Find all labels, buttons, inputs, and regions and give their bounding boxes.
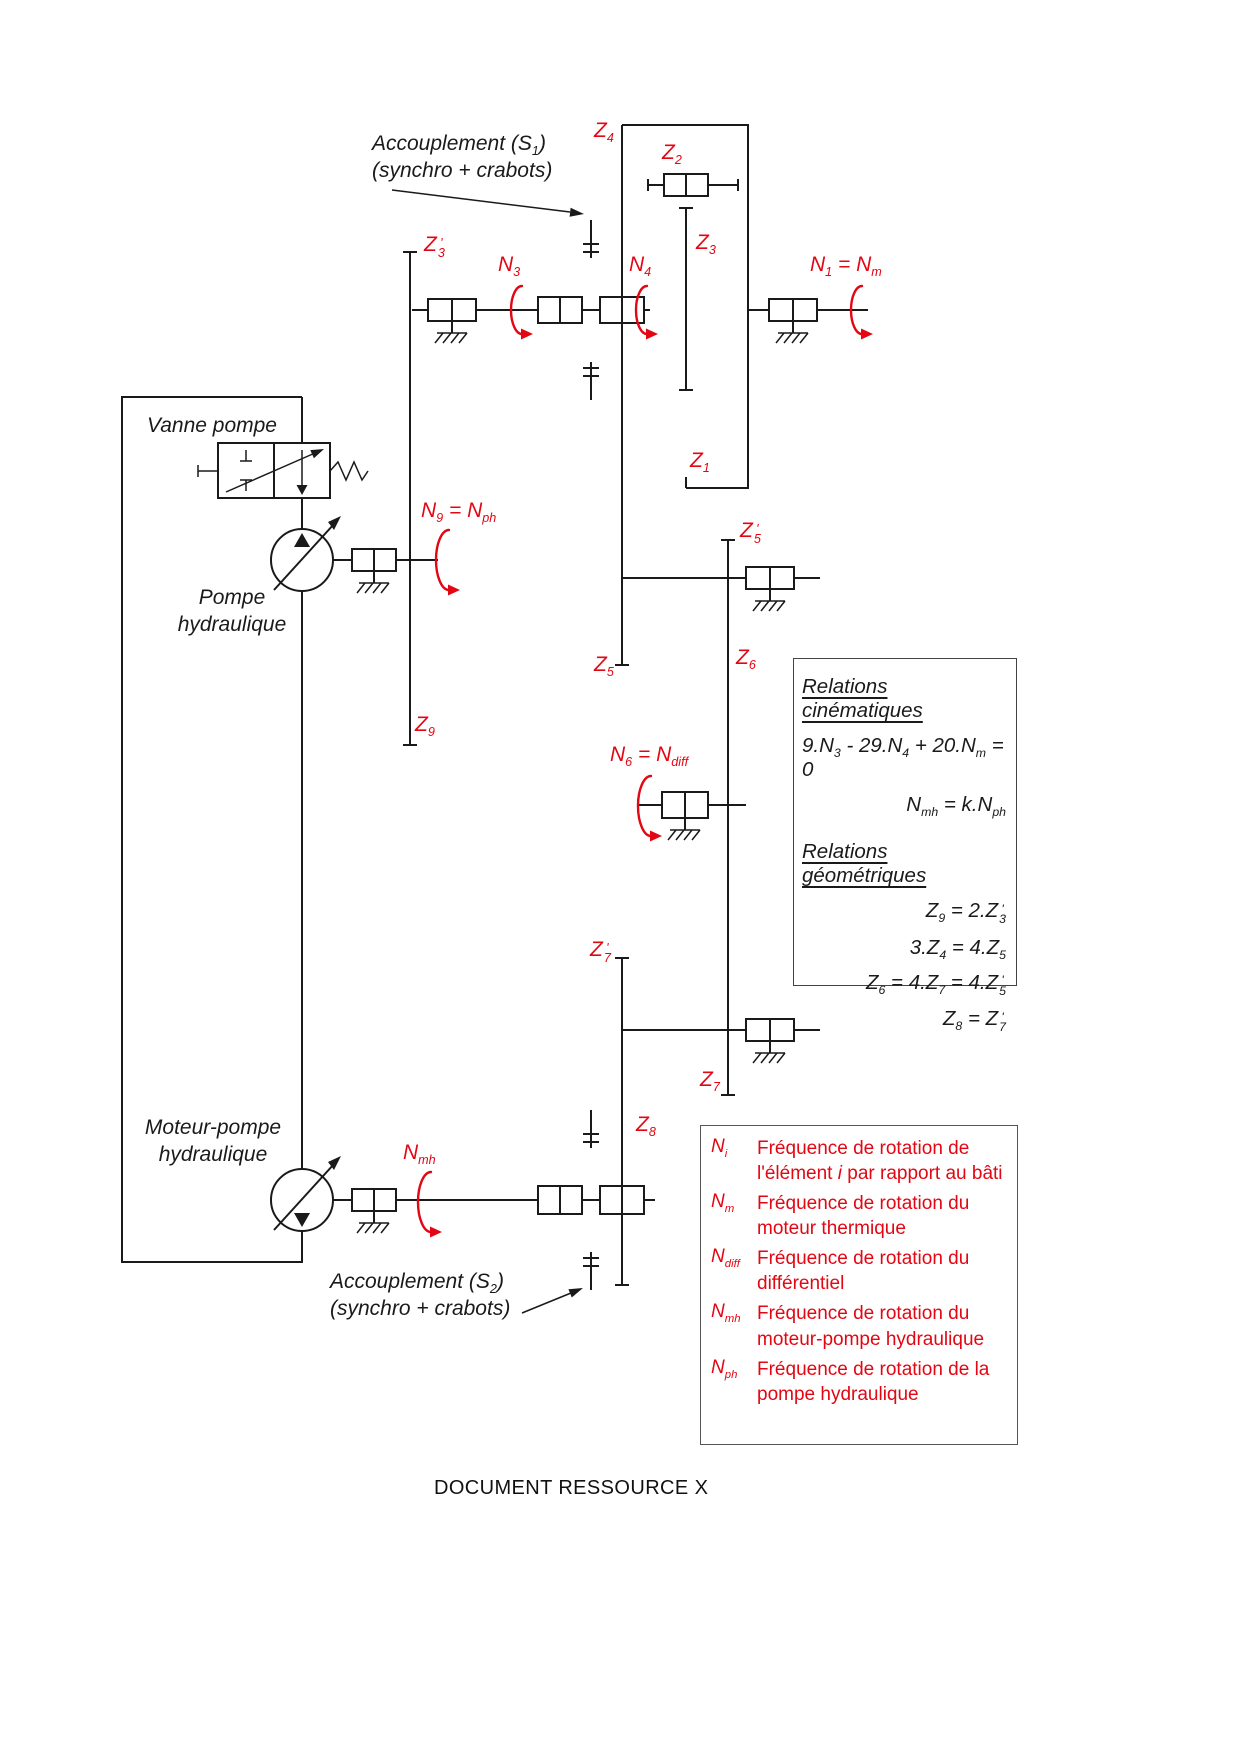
label-n9-nph: N9 = Nph bbox=[421, 499, 497, 526]
rotation-arrow-n4 bbox=[634, 284, 658, 340]
relation-eq-z4: 3.Z4 = 4.Z5 bbox=[909, 935, 1006, 962]
label-z3: Z3 bbox=[696, 231, 716, 258]
label-z5-prime: Z'5 bbox=[740, 519, 761, 547]
label-z6: Z6 bbox=[736, 646, 756, 673]
hydraulic-circuit-lines bbox=[121, 396, 303, 1263]
legend-entry-nph: Nph Fréquence de rotation de la pompe hy… bbox=[711, 1357, 1011, 1407]
label-accouplement-s1-line1: Accouplement (S1) bbox=[372, 132, 546, 159]
label-z7-prime: Z'7 bbox=[590, 938, 611, 966]
relation-eq-z9: Z9 = 2.Z'3 bbox=[925, 899, 1006, 927]
legend-term-nmh: Nmh bbox=[711, 1301, 741, 1326]
gear-line-z4-z5 bbox=[615, 125, 629, 666]
legend-desc-nmh: Fréquence de rotation du moteur-pompe hy… bbox=[757, 1303, 985, 1350]
label-pompe-l2: hydraulique bbox=[177, 613, 287, 636]
label-moteur-l1: Moteur-pompe bbox=[144, 1116, 282, 1139]
legend-entry-ndiff: Ndiff Fréquence de rotation du différent… bbox=[711, 1246, 1011, 1296]
bearing-pump-shaft bbox=[351, 548, 397, 572]
label-z2: Z2 bbox=[662, 141, 682, 168]
legend-entry-nm: Nm Fréquence de rotation du moteur therm… bbox=[711, 1191, 1011, 1241]
gear-line-z3p-z9 bbox=[403, 251, 417, 746]
shafts bbox=[333, 179, 868, 1201]
bearing-motor-shaft bbox=[351, 1188, 397, 1212]
legend-term-nm: Nm bbox=[711, 1191, 735, 1215]
valve-symbol bbox=[197, 442, 369, 499]
frame-z1 bbox=[622, 124, 749, 489]
bearing-lower-right bbox=[745, 1018, 795, 1042]
label-z7: Z7 bbox=[700, 1068, 720, 1095]
coupling-s1 bbox=[537, 296, 645, 324]
dog-clutch-marks-s1 bbox=[583, 220, 599, 400]
relation-eq-nmh: Nmh = k.Nph bbox=[906, 793, 1006, 820]
legend-box: Ni Fréquence de rotation de l'élément i … bbox=[700, 1125, 1018, 1445]
gear-line-z3 bbox=[679, 207, 693, 391]
hydraulic-motor-pump-symbol bbox=[270, 1156, 341, 1232]
bearing-top-left bbox=[427, 298, 477, 322]
rotation-arrow-n9 bbox=[434, 528, 460, 596]
rotation-arrow-n1 bbox=[849, 284, 873, 340]
leader-arrow-s1 bbox=[391, 189, 584, 217]
label-z9: Z9 bbox=[415, 713, 435, 740]
legend-entry-ni: Ni Fréquence de rotation de l'élément i … bbox=[711, 1136, 1011, 1186]
relation-eq-z8: Z8 = Z'7 bbox=[942, 1007, 1006, 1035]
legend-desc-ndiff: Fréquence de rotation du différentiel bbox=[757, 1248, 970, 1295]
label-pompe-l1: Pompe bbox=[198, 586, 266, 609]
relation-eq-z6: Z6 = 4.Z7 = 4.Z'5 bbox=[865, 970, 1006, 998]
rotation-arrow-nmh bbox=[416, 1170, 442, 1238]
legend-term-ndiff: Ndiff bbox=[711, 1246, 740, 1271]
label-n3: N3 bbox=[498, 253, 521, 280]
gear-line-z5p-z6-z7 bbox=[721, 539, 735, 1096]
label-n4: N4 bbox=[629, 253, 652, 280]
bearing-middle-right bbox=[745, 566, 795, 590]
leader-arrow-s2 bbox=[521, 1288, 583, 1314]
relations-title-cinematiques: Relations cinématiques bbox=[802, 675, 923, 722]
label-pompe-hydraulique: Pompe hydraulique bbox=[150, 584, 314, 638]
label-z1: Z1 bbox=[690, 449, 710, 476]
legend-desc-nph: Fréquence de rotation de la pompe hydrau… bbox=[757, 1358, 990, 1405]
label-z4: Z4 bbox=[594, 119, 614, 146]
label-accouplement-s2-line2: (synchro + crabots) bbox=[330, 1297, 511, 1320]
label-moteur-pompe-hydraulique: Moteur-pompe hydraulique bbox=[122, 1114, 304, 1168]
relations-box: Relations cinématiques 9.N3 - 29.N4 + 20… bbox=[793, 658, 1017, 1034]
legend-entry-nmh: Nmh Fréquence de rotation du moteur-pomp… bbox=[711, 1301, 1011, 1351]
coupling-s2 bbox=[537, 1185, 645, 1215]
gear-differential bbox=[661, 791, 709, 819]
bearing-engine bbox=[768, 298, 818, 322]
ground-symbols bbox=[356, 321, 809, 1234]
label-moteur-l2: hydraulique bbox=[158, 1143, 268, 1166]
rotation-arrow-n6 bbox=[636, 774, 662, 842]
hydraulic-pump-symbol bbox=[270, 516, 341, 592]
label-z8: Z8 bbox=[636, 1113, 656, 1140]
document-footer-title: DOCUMENT RESSOURCE X bbox=[434, 1477, 709, 1499]
rotation-arrow-n3 bbox=[509, 284, 533, 340]
legend-term-nph: Nph bbox=[711, 1356, 738, 1381]
legend-desc-ni: Fréquence de rotation de l'élément i par… bbox=[757, 1138, 1003, 1185]
label-accouplement-s2: Accouplement (S2) (synchro + crabots) bbox=[330, 1268, 510, 1322]
label-n1-nm: N1 = Nm bbox=[810, 253, 882, 280]
label-nmh: Nmh bbox=[403, 1141, 436, 1168]
label-z5: Z5 bbox=[594, 653, 614, 680]
gear-line-z7p-z8 bbox=[615, 957, 629, 1286]
label-accouplement-s1: Accouplement (S1) (synchro + crabots) bbox=[372, 130, 552, 184]
label-vanne-pompe: Vanne pompe bbox=[147, 414, 277, 437]
relation-eq-n: 9.N3 - 29.N4 + 20.Nm = 0 bbox=[802, 734, 1004, 781]
dog-clutch-marks-s2 bbox=[583, 1110, 599, 1290]
label-accouplement-s2-line1: Accouplement (S2) bbox=[330, 1270, 504, 1297]
relations-title-geometriques: Relations géométriques bbox=[802, 840, 927, 887]
label-z3-prime: Z'3 bbox=[424, 233, 445, 261]
legend-term-ni: Ni bbox=[711, 1136, 728, 1160]
label-accouplement-s1-line2: (synchro + crabots) bbox=[372, 159, 553, 182]
gear-z2 bbox=[663, 173, 709, 197]
label-n6-ndiff: N6 = Ndiff bbox=[610, 743, 689, 770]
legend-desc-nm: Fréquence de rotation du moteur thermiqu… bbox=[757, 1193, 970, 1240]
